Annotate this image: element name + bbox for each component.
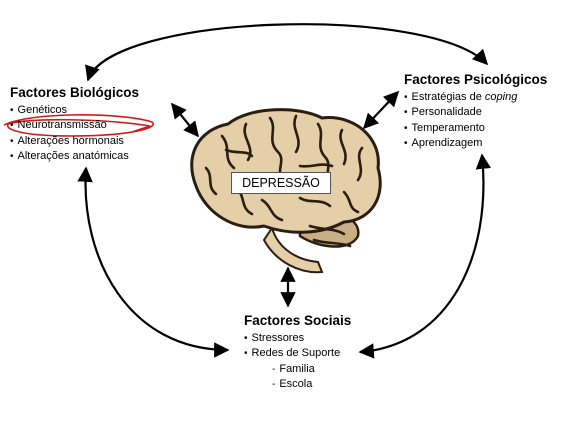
bullet: •	[10, 105, 14, 116]
item-label: Redes de Suporte	[251, 347, 341, 360]
bullet: •	[10, 120, 14, 132]
dash: -	[272, 363, 276, 375]
item-label: Alterações hormonais	[17, 134, 124, 147]
item-label: Aprendizagem	[411, 136, 483, 149]
arrow-psychological-brain	[362, 90, 400, 130]
list-subitem-familia: -Familia	[244, 362, 351, 377]
list-item-estrategias-coping: •Estratégias de coping	[404, 90, 547, 105]
bullet: •	[404, 92, 408, 103]
arrow-biological-brain	[171, 102, 199, 138]
bullet: •	[404, 137, 408, 149]
item-label-italic: coping	[484, 91, 518, 103]
bullet: •	[10, 150, 14, 162]
item-label: Neurotransmissão	[17, 119, 107, 132]
list-item-alteracoes-anatomicas: •Alterações anatómicas	[10, 149, 139, 164]
list-item-aprendizagem: •Aprendizagem	[404, 136, 547, 151]
item-label: Alterações anatómicas	[17, 149, 129, 162]
node-title-social: Factores Sociais	[244, 313, 352, 328]
brain-stem	[262, 225, 324, 274]
bullet: •	[404, 122, 408, 134]
item-label: Temperamento	[411, 121, 485, 134]
bullet: •	[244, 348, 248, 360]
list-item-neurotransmissao: •Neurotransmissão	[10, 118, 139, 133]
arrow-biological-psychological	[85, 23, 489, 82]
arrow-psychological-social	[358, 153, 492, 359]
node-title-biological: Factores Biológicos	[10, 85, 140, 100]
list-subitem-escola: -Escola	[244, 377, 351, 392]
list-item-temperamento: •Temperamento	[404, 121, 547, 136]
list-item-personalidade: •Personalidade	[404, 105, 547, 120]
depression-label: DEPRESSÃO	[231, 172, 331, 194]
list-item-alteracoes-hormonais: •Alterações hormonais	[10, 134, 139, 149]
highlight-scribble	[3, 114, 155, 137]
node-psychological-factors: Factores Psicológicos •Estratégias de co…	[404, 71, 547, 151]
item-label: Personalidade	[411, 106, 482, 119]
brain-illustration	[190, 108, 382, 274]
item-label: Familia	[279, 362, 315, 375]
brain-cerebrum	[190, 108, 382, 234]
list-item-geneticos: •Genéticos	[10, 103, 139, 118]
item-label: Genéticos	[17, 104, 68, 116]
item-label: Stressores	[251, 332, 305, 344]
list-item-stressores: •Stressores	[244, 331, 351, 346]
bullet: •	[244, 333, 248, 344]
item-label: Estratégias de	[411, 91, 485, 103]
node-biological-factors: Factores Biológicos •Genéticos •Neurotra…	[10, 84, 139, 164]
item-label: Escola	[279, 377, 313, 390]
arrow-biological-social	[77, 166, 230, 358]
node-title-psychological: Factores Psicológicos	[404, 72, 548, 87]
bullet: •	[404, 107, 408, 119]
list-item-redes-suporte: •Redes de Suporte	[244, 346, 351, 361]
node-social-factors: Factores Sociais •Stressores •Redes de S…	[244, 312, 351, 392]
bullet: •	[10, 135, 14, 147]
dash: -	[272, 378, 276, 390]
